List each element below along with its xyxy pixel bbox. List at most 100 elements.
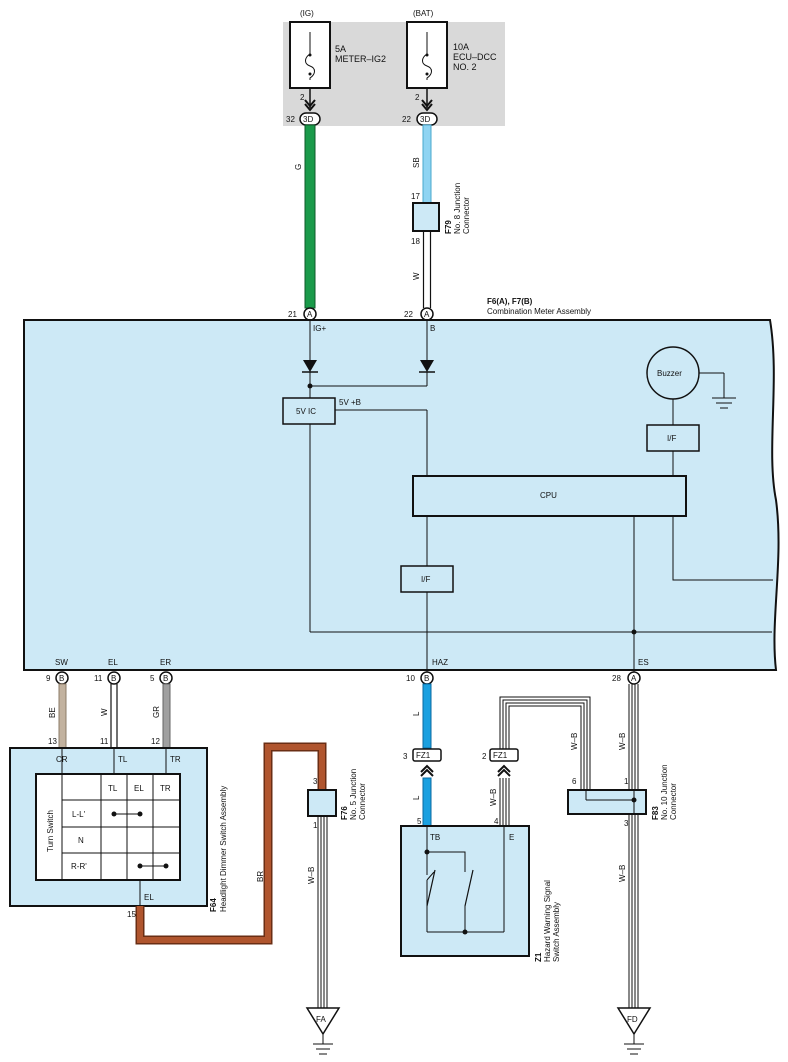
f76-pin-top: 3 <box>313 777 318 786</box>
fz1-pin4: 4 <box>494 817 499 826</box>
chevron-up-icon <box>497 764 511 777</box>
wire-w-b-f76 <box>317 816 328 1008</box>
f83-pin1: 1 <box>624 777 629 786</box>
chevron-down-icon <box>304 99 316 112</box>
f79-connector <box>412 202 440 232</box>
fz1-connector-left <box>412 748 442 762</box>
bat-fuse-name: ECU–DCC <box>453 52 497 62</box>
bat-fuse-no: NO. 2 <box>453 62 477 72</box>
fz1-right-code: FZ1 <box>493 751 508 760</box>
junction-dot-icon <box>631 797 637 803</box>
fuse-node-icon <box>425 53 429 57</box>
f64-pin12: 12 <box>151 737 160 746</box>
turn-switch-label: Turn Switch <box>46 810 55 852</box>
meter-es: ES <box>638 658 649 667</box>
f76-connector <box>307 789 337 817</box>
meter-er: ER <box>160 658 171 667</box>
bat-fuse-amp: 10A <box>453 42 469 52</box>
ground-fd-icon <box>616 1007 652 1036</box>
meter-conn-b11 <box>107 671 121 685</box>
fuse-element-icon <box>305 32 315 80</box>
f64-header-el: EL <box>134 784 144 793</box>
wire-w-b-loop-label: W–B <box>570 733 579 750</box>
ground-fd-label: FD <box>627 1015 638 1024</box>
f83-line1: No. 10 Junction <box>660 764 669 820</box>
fz1-left-code: FZ1 <box>416 751 431 760</box>
fuse-node-icon <box>308 53 312 57</box>
ig-label: (IG) <box>300 9 314 18</box>
wire-w-b-f83 <box>628 814 639 1008</box>
wire-w-el-label: W <box>100 708 109 716</box>
z1-e: E <box>509 833 514 842</box>
f76-code: F76 <box>340 806 349 820</box>
meter-conn-a28 <box>627 671 641 685</box>
meter-conn-a21-code: A <box>307 310 313 319</box>
ic-5v <box>282 397 336 425</box>
f64-name: Headlight Dimmer Switch Assembly <box>219 786 228 912</box>
f64-tr: TR <box>170 755 181 764</box>
wire-w-upper-label: W <box>412 272 421 280</box>
fuse-element-icon <box>422 32 432 80</box>
ic-5v-label: 5V IC <box>296 407 316 416</box>
wire-l-lower-label: L <box>412 795 421 800</box>
meter-pin-a22: 22 <box>404 310 413 319</box>
meter-title: Combination Meter Assembly <box>487 307 591 316</box>
meter-sw: SW <box>55 658 68 667</box>
meter-conn-a28-code: A <box>631 674 637 683</box>
meter-conn-b11-code: B <box>111 674 116 683</box>
wire-be-label: BE <box>48 707 57 718</box>
fz1-pin5: 5 <box>417 817 422 826</box>
z1-code: Z1 <box>534 952 543 962</box>
chevron-down-icon <box>421 99 433 112</box>
diode-icon <box>420 360 434 372</box>
wire-w-b-fz1-label: W–B <box>489 789 498 806</box>
if-top-label: I/F <box>667 434 676 443</box>
f64-pin13: 13 <box>48 737 57 746</box>
wire-w-b-es-label: W–B <box>618 733 627 750</box>
chevron-up-icon <box>420 764 434 777</box>
conn-3d-right-num: 22 <box>402 115 411 124</box>
meter-pin28: 28 <box>612 674 621 683</box>
ground-icon <box>624 1043 644 1055</box>
f64-header-tr: TR <box>160 784 171 793</box>
meter-pin9: 9 <box>46 674 51 683</box>
f79-code: F79 <box>444 220 453 234</box>
f79-pin-top: 17 <box>411 192 420 201</box>
wire-l-upper <box>422 683 432 749</box>
f79-line2: Connector <box>462 197 471 234</box>
ground-icon <box>712 397 736 409</box>
meter-el: EL <box>108 658 118 667</box>
wire-g <box>304 124 316 309</box>
f83-pin6: 6 <box>572 777 577 786</box>
wire-sb <box>422 124 432 206</box>
ground-icon <box>313 1043 333 1055</box>
bat-label: (BAT) <box>413 9 434 18</box>
wire-gr <box>162 683 171 749</box>
meter-pin5: 5 <box>150 674 155 683</box>
meter-pin10: 10 <box>406 674 415 683</box>
fuse-node-icon <box>308 72 312 76</box>
conn-3d-left-code: 3D <box>303 115 313 124</box>
wire-gr-label: GR <box>152 706 161 718</box>
f79-pin-bottom: 18 <box>411 237 420 246</box>
cpu-label: CPU <box>540 491 557 500</box>
fz1-connector-right <box>489 748 519 762</box>
wire-l-upper-label: L <box>412 711 421 716</box>
f64-row-l: L-L' <box>72 810 86 819</box>
f76-line2: Connector <box>358 783 367 820</box>
conn-3d-left-num: 32 <box>286 115 295 124</box>
f83-pin3: 3 <box>624 819 629 828</box>
wire-w-b-fz1 <box>499 696 591 826</box>
ig-fuse-pin: 2 <box>300 93 305 102</box>
wire-br-label: BR <box>256 871 265 882</box>
z1-line2: Switch Assembly <box>552 902 561 962</box>
cpu <box>412 475 687 517</box>
meter-conn-b9-code: B <box>59 674 64 683</box>
z1-line1: Hazard Warning Signal <box>543 880 552 962</box>
meter-b: B <box>430 324 435 333</box>
junction-dot-icon <box>307 383 313 389</box>
fz1-pin2: 2 <box>482 752 487 761</box>
conn-3d-right-code: 3D <box>420 115 430 124</box>
ground-fa-label: FA <box>316 1015 326 1024</box>
